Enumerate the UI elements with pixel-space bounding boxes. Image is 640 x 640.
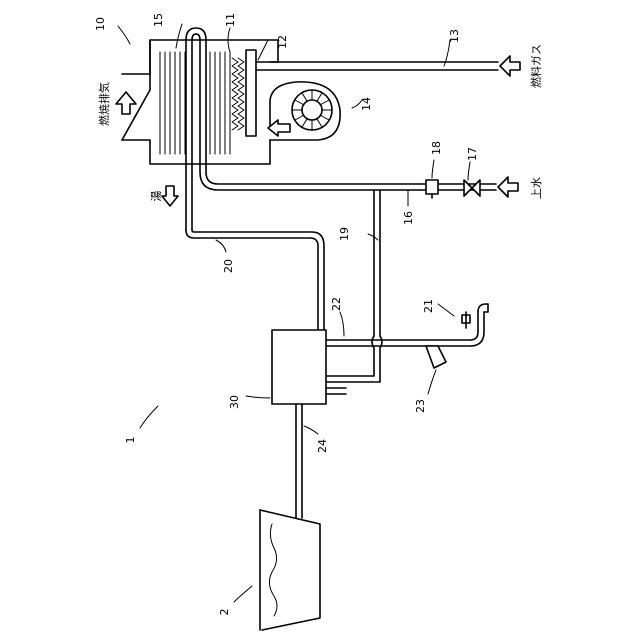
supply-water-label: 上水: [530, 177, 543, 199]
fuel-gas-arrow: [500, 56, 520, 76]
label-nozzle: 23: [414, 399, 427, 413]
hot-water-pipe: [186, 230, 324, 330]
nozzle: [426, 346, 446, 368]
label-fan: 14: [360, 97, 373, 111]
valve: [464, 180, 480, 196]
hot-water-arrow: [162, 186, 178, 206]
label-case: 12: [276, 35, 289, 49]
flow-labels: 燃焼排気 燃料ガス 上水 湯: [97, 44, 543, 202]
label-faucet: 21: [422, 299, 435, 313]
label-inlet-pipe: 16: [402, 211, 415, 225]
label-drain-pipe: 24: [316, 439, 329, 453]
label-controller: 30: [228, 395, 241, 409]
flow-sensor: [426, 180, 438, 198]
label-branch-pipe: 22: [330, 297, 343, 311]
label-hot-water-pipe: 20: [222, 259, 235, 273]
fan: [268, 82, 340, 140]
hot-water-label: 湯: [150, 191, 163, 202]
label-valve: 17: [466, 147, 479, 161]
supply-water-arrow: [498, 177, 518, 197]
gas-pipe: [256, 62, 498, 70]
fuel-gas-label: 燃料ガス: [529, 44, 543, 88]
label-system: 1: [124, 437, 137, 444]
label-tank: 2: [218, 609, 231, 616]
label-flow-sensor: 18: [430, 141, 443, 155]
exhaust-label: 燃焼排気: [97, 82, 111, 126]
bypass-pipe: [326, 190, 382, 382]
heat-exchanger-fins: [160, 52, 230, 154]
controller: [272, 330, 346, 404]
reference-numbers: 10 15 11 12 13 14 18 17 16 19 20 22 21 2…: [94, 13, 479, 616]
drain-pipe: [296, 404, 302, 518]
burner: [232, 50, 256, 136]
branch-pipe: [326, 312, 484, 346]
exhaust-arrow: [116, 92, 136, 114]
heat-exchanger-tube: [186, 28, 420, 230]
label-bypass-pipe: 19: [338, 227, 351, 241]
tank: [260, 510, 320, 630]
label-heat-exchanger: 15: [152, 13, 165, 27]
label-gas-pipe: 13: [448, 29, 461, 43]
leader-lines: [118, 24, 470, 602]
label-water-heater: 10: [94, 17, 107, 31]
label-burner: 11: [224, 13, 237, 27]
